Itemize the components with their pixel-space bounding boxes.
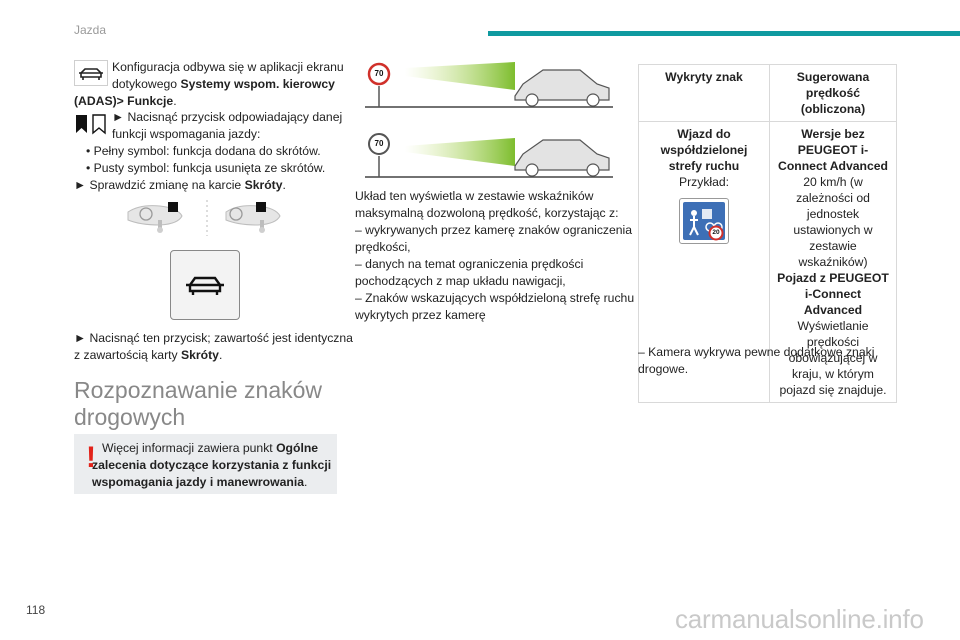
adas-car-icon: [74, 60, 108, 86]
version-without-iconnect: Wersje bez PEUGEOT i-Connect Advanced: [778, 127, 888, 173]
alert-icon: !: [86, 441, 96, 474]
info-note: ! Więcej informacji zawiera punkt Ogólne…: [74, 434, 337, 494]
step3-line1: ► Nacisnąć ten przycisk; zawartość jest …: [74, 331, 353, 345]
desc-line: – danych na temat ograniczenia prędkości: [355, 257, 584, 271]
cell-suggested-speed: Wersje bez PEUGEOT i-Connect Advanced 20…: [769, 121, 897, 403]
header-accent-bar: [488, 31, 960, 36]
desc-line: – Znaków wskazujących współdzieloną stre…: [355, 291, 635, 305]
desc-line: – wykrywanych przez kamerę znaków ograni…: [355, 223, 633, 237]
desc-line: Układ ten wyświetla w zestawie wskaźnikó…: [355, 189, 594, 203]
step1-line2: funkcji wspomagania jazdy:: [112, 127, 261, 141]
version-with-iconnect: Pojazd z PEUGEOT i-Connect Advanced: [777, 271, 889, 317]
cell-detected-sign: Wjazd do współdzielonej strefy ruchu Prz…: [638, 121, 770, 403]
camera-note-line1: – Kamera wykrywa pewne dodatkowe znaki: [638, 345, 875, 359]
camera-note-line2: drogowe.: [638, 362, 689, 376]
bullet-empty-symbol: • Pusty symbol: funkcja usunięta ze skró…: [86, 161, 326, 175]
col-header-suggested-speed: Sugerowana prędkość (obliczona): [769, 64, 897, 122]
shortcuts-car-button[interactable]: [170, 250, 240, 320]
system-description: Układ ten wyświetla w zestawie wskaźnikó…: [355, 188, 634, 324]
speed-table: Wykryty znak Sugerowana prędkość (oblicz…: [638, 64, 897, 403]
section-heading: Rozpoznawanie znaków drogowych: [74, 377, 323, 430]
example-label: Przykład:: [678, 175, 730, 189]
info-note-text: Więcej informacji zawiera punkt Ogólne z…: [92, 441, 332, 489]
section-header: Jazda: [74, 23, 107, 37]
speed-20kmh-text: 20 km/h (w zależności od jednostek ustaw…: [793, 175, 873, 269]
bullet-full-symbol: • Pełny symbol: funkcja dodana do skrótó…: [86, 144, 321, 158]
desc-line: wykrytych przez kamerę: [355, 308, 486, 322]
step2: ► Sprawdzić zmianę na karcie Skróty.: [74, 178, 286, 192]
col-header-detected-sign: Wykryty znak: [638, 64, 770, 122]
page-number: 118: [26, 603, 46, 617]
desc-line: pochodzących z map układu nawigacji,: [355, 274, 566, 288]
shared-zone-sign: 20: [679, 198, 729, 244]
steering-wheel-illustration: [120, 198, 295, 238]
row-title: Wjazd do współdzielonej strefy ruchu: [660, 127, 748, 173]
country-speed-text: Wyświetlanie prędkości obowiązującej w k…: [779, 319, 887, 397]
speed-sign-illustration-1: 70: [365, 60, 615, 110]
desc-line: maksymalną dozwoloną prędkość, korzystaj…: [355, 206, 619, 220]
sign-2-value: 70: [374, 139, 384, 148]
speed-sign-illustration-2: 70: [365, 128, 615, 180]
bookmark-icons: [74, 113, 108, 135]
desc-line: prędkości,: [355, 240, 411, 254]
zone-sign-value: 20: [712, 229, 720, 236]
intro-line2: dotykowego Systemy wspom. kierowcy: [112, 77, 335, 91]
intro-line3: (ADAS)> Funkcje.: [74, 94, 177, 108]
step3-line2: z zawartością karty Skróty.: [74, 348, 223, 362]
step1-line1: ► Nacisnąć przycisk odpowiadający danej: [112, 110, 343, 124]
intro-line1: Konfiguracja odbywa się w aplikacji ekra…: [112, 60, 344, 74]
watermark: carmanualsonline.info: [675, 604, 924, 634]
sign-1-value: 70: [374, 69, 384, 78]
